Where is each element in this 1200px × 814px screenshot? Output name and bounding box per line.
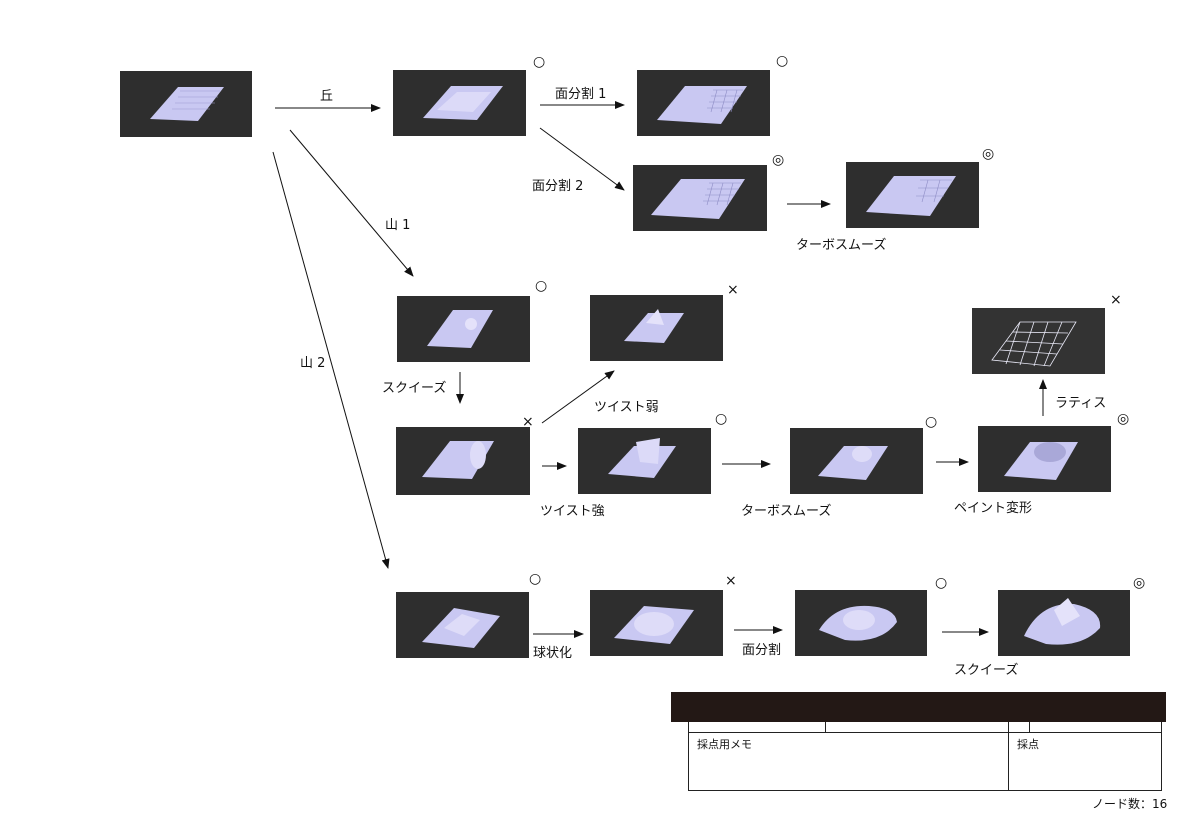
memo-tick — [1029, 722, 1030, 732]
mark-n12: ○ — [529, 571, 542, 587]
label-spherify: 球状化 — [533, 646, 573, 661]
score-table-header — [671, 692, 1166, 722]
memo-score-divider — [1008, 722, 1009, 790]
memo-tick — [825, 722, 826, 732]
label-turbosmooth1: ターボスムーズ — [796, 238, 887, 253]
node-paint-deform — [978, 426, 1111, 492]
node-lattice — [972, 308, 1105, 374]
arrow-twist-weak — [541, 370, 615, 424]
mark-n13: × — [725, 573, 737, 589]
score-label: 採点 — [1017, 738, 1039, 751]
memo-divider-line — [689, 732, 1161, 733]
node-yama2 — [396, 592, 529, 658]
mark-n15: ◎ — [1133, 575, 1146, 591]
node-turbosmooth2 — [790, 428, 923, 494]
memo-label: 採点用メモ — [697, 738, 752, 751]
score-table: 採点用メモ 採点 — [671, 692, 1166, 792]
mark-n10: ◎ — [1117, 411, 1130, 427]
node-menbunkatsu3 — [795, 590, 927, 656]
arrow-yama2 — [272, 151, 390, 569]
memo-box: 採点用メモ 採点 — [688, 722, 1162, 791]
mark-n14: ○ — [935, 575, 948, 591]
label-menbunkatsu2: 面分割 2 — [532, 179, 584, 194]
mark-n5: ○ — [535, 278, 548, 294]
label-turbosmooth2: ターボスムーズ — [741, 504, 832, 519]
arrow-yama1 — [289, 129, 414, 277]
node-turbosmooth1 — [846, 162, 979, 228]
mark-n4: ◎ — [982, 146, 995, 162]
node-menbunkatsu1 — [637, 70, 770, 136]
label-squeeze2: スクイーズ — [954, 663, 1019, 678]
mark-n6: × — [727, 282, 739, 298]
label-yama2: 山 2 — [300, 356, 326, 371]
mark-n1: ○ — [533, 54, 546, 70]
mark-n9: ○ — [925, 414, 938, 430]
arrow-menbunkatsu2 — [539, 127, 625, 191]
node-squeeze2 — [998, 590, 1130, 656]
mark-n2: ○ — [776, 53, 789, 69]
node-spherify — [590, 590, 723, 656]
mark-n11: × — [1110, 292, 1122, 308]
label-lattice: ラティス — [1055, 396, 1107, 411]
label-menbunkatsu3: 面分割 — [742, 643, 782, 658]
node-twist-weak — [590, 295, 723, 361]
node-yama1 — [397, 296, 530, 362]
label-paint-deform: ペイント変形 — [954, 501, 1033, 516]
node-count: ノード数：16 — [1092, 797, 1168, 811]
node-menbunkatsu2 — [633, 165, 767, 231]
label-yama1: 山 1 — [385, 218, 411, 233]
node-hill — [393, 70, 526, 136]
node-squeeze1 — [396, 427, 530, 495]
mark-n8: ○ — [715, 411, 728, 427]
label-menbunkatsu1: 面分割 1 — [555, 87, 607, 102]
node-twist-strong — [578, 428, 711, 494]
label-twist-strong: ツイスト強 — [540, 504, 605, 519]
mark-n3: ◎ — [772, 152, 785, 168]
label-twist-weak: ツイスト弱 — [594, 400, 659, 415]
node-plane — [120, 71, 252, 137]
label-oka: 丘 — [320, 89, 334, 104]
label-squeeze1: スクイーズ — [382, 381, 447, 396]
mark-n7: × — [522, 414, 534, 430]
